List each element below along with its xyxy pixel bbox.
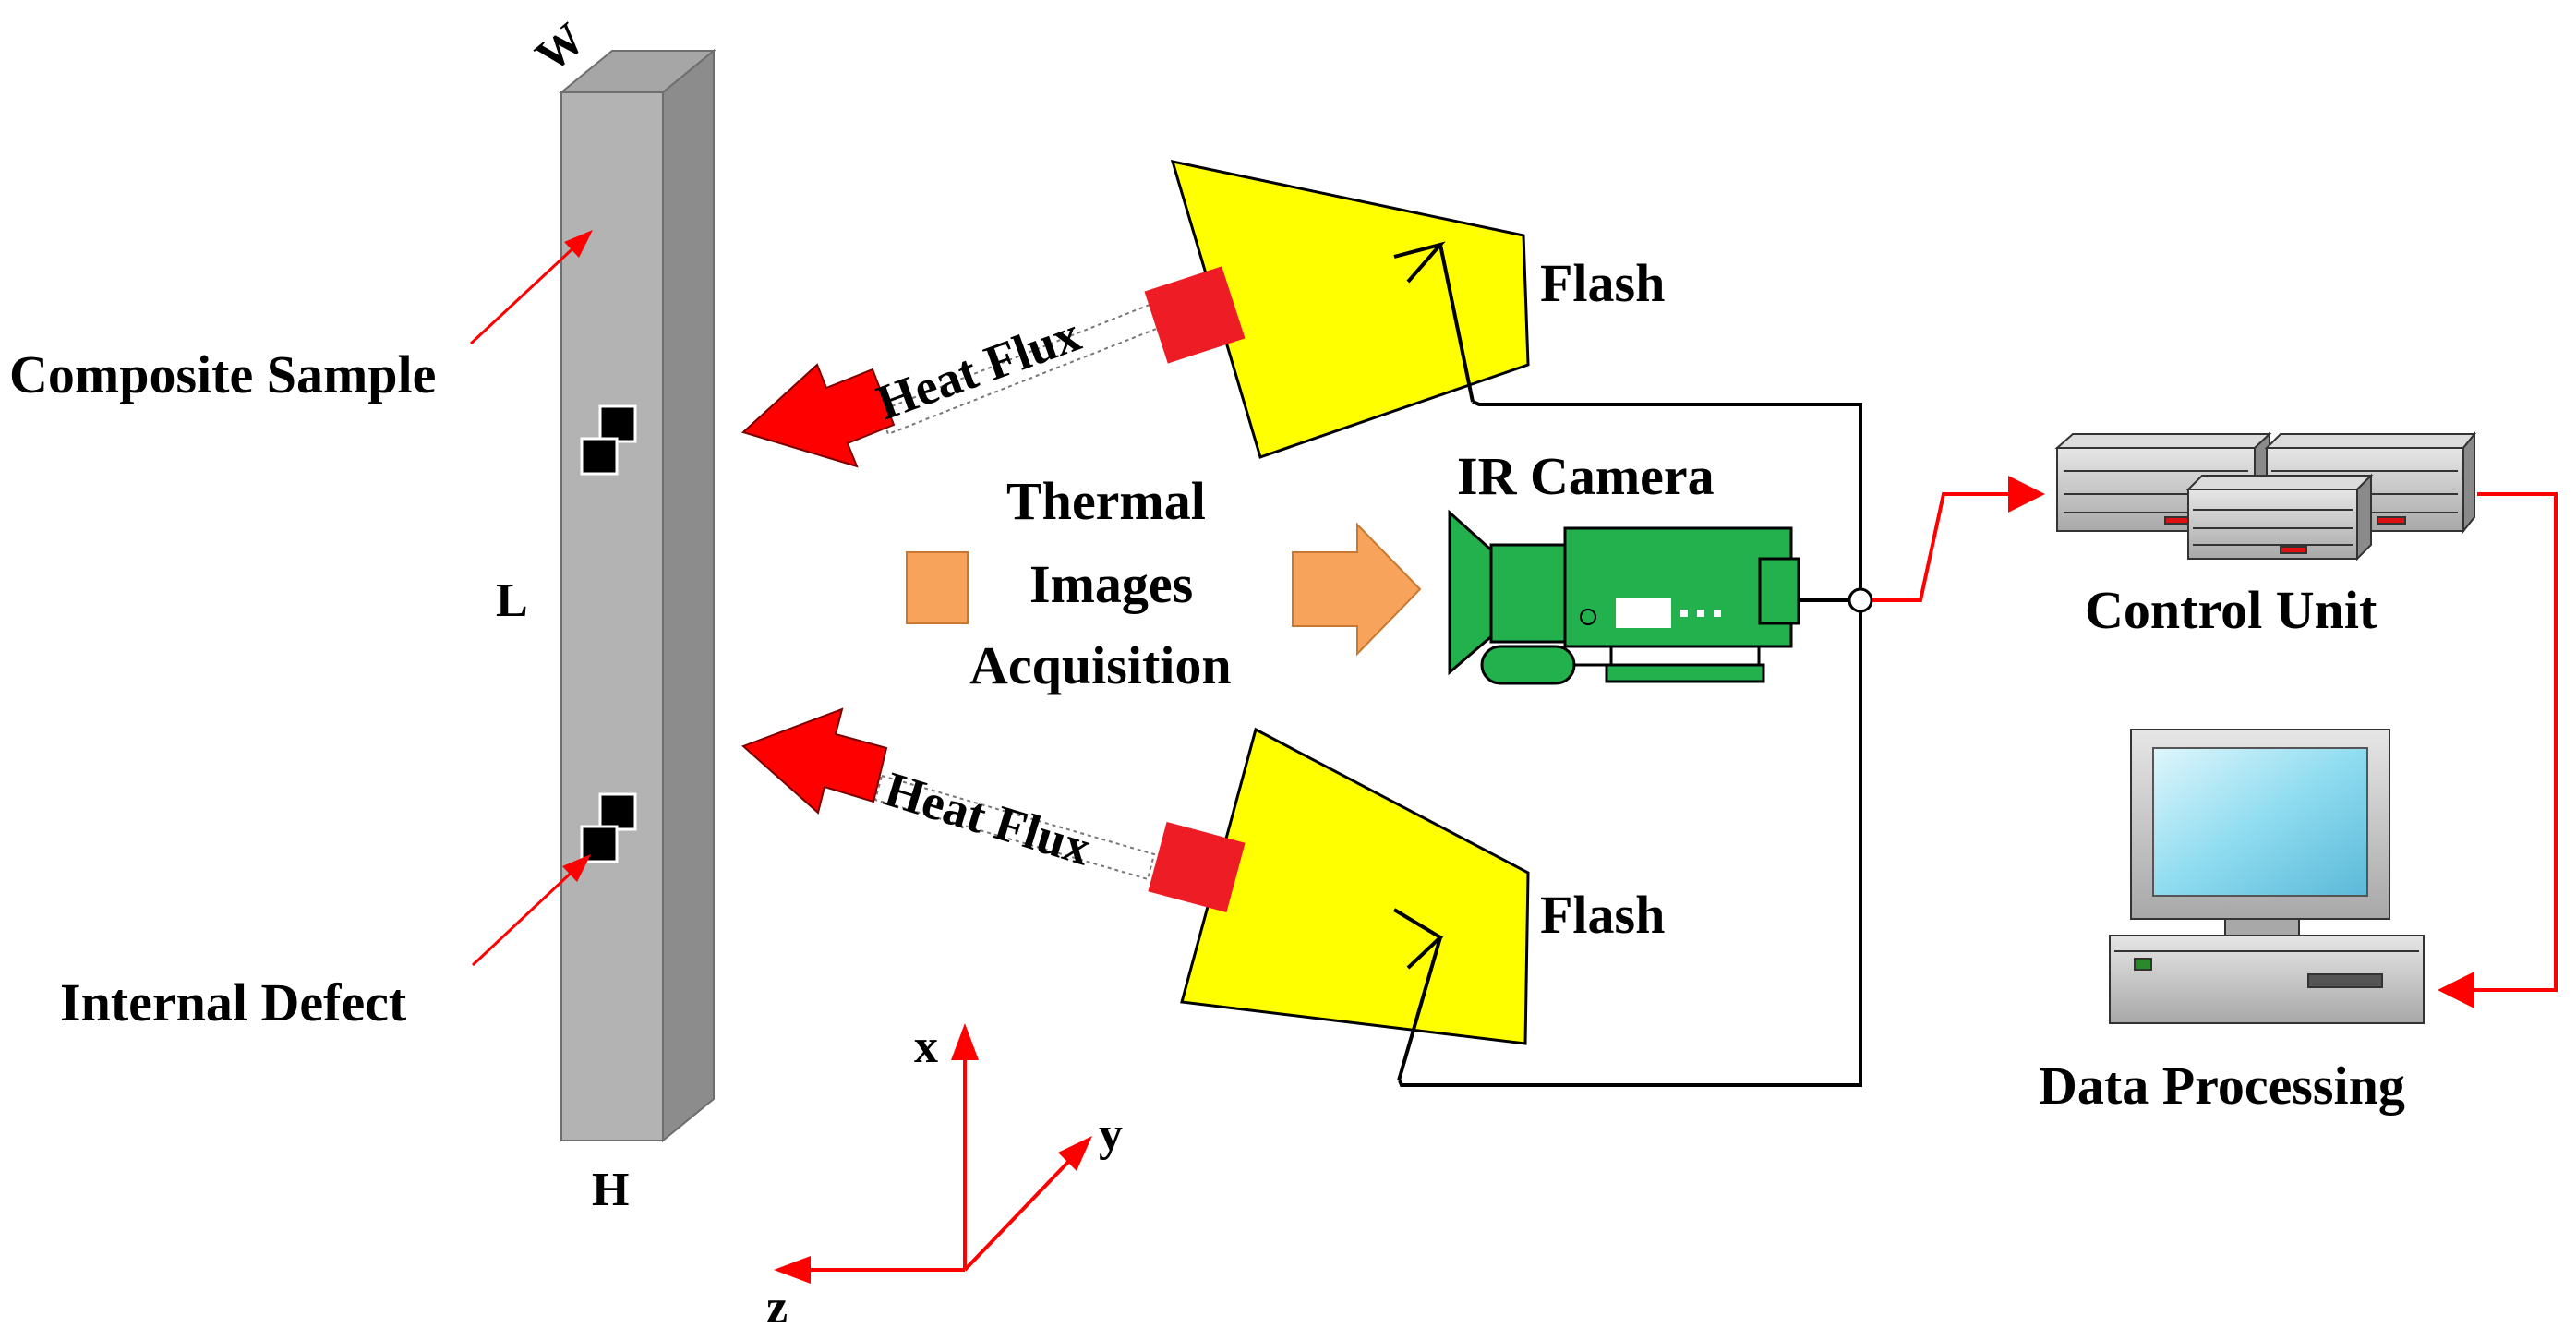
flash-label-bottom: Flash [1540, 885, 1665, 945]
sample-side-face [662, 48, 715, 1143]
wire-junction [1848, 587, 1873, 613]
sample-front-face [560, 91, 664, 1141]
label-w: W [525, 12, 594, 81]
ir-camera-label: IR Camera [1457, 446, 1715, 506]
ir-camera-details [1580, 598, 1721, 628]
trigger-wires [1398, 400, 1862, 1087]
control-unit-icon [2054, 431, 2477, 561]
axis-y-label: y [1099, 1108, 1123, 1161]
connector-to-data-processing [2438, 492, 2558, 1008]
composite-sample-pointer [469, 230, 593, 345]
thermal-label-line1: Thermal [1006, 471, 1206, 531]
composite-sample-label: Composite Sample [9, 344, 436, 404]
coordinate-axes [774, 1023, 1092, 1284]
internal-defect-label: Internal Defect [60, 972, 407, 1032]
control-unit-label: Control Unit [2085, 580, 2377, 640]
axis-z-label: z [766, 1281, 788, 1334]
heat-flux-label-top: Heat Flux [870, 306, 1088, 430]
flash-label-top: Flash [1540, 253, 1665, 313]
ir-camera-icon [1448, 509, 1800, 685]
computer-icon [2109, 729, 2425, 1024]
flash-unit-bottom [1148, 727, 1530, 1081]
axis-x-label: x [914, 1020, 938, 1073]
thermal-label-line3: Acquisition [969, 635, 1232, 695]
heat-flux-label-bottom: Heat Flux [878, 761, 1097, 875]
label-h: H [592, 1164, 629, 1216]
defect-lower [580, 792, 637, 863]
label-l: L [496, 574, 528, 627]
composite-sample-bar [559, 48, 716, 1143]
acquisition-arrow [1292, 522, 1422, 657]
defect-upper [580, 404, 637, 476]
connector-to-control-unit [1872, 476, 2045, 602]
data-processing-label: Data Processing [2039, 1056, 2405, 1116]
flash-unit-top [1144, 160, 1530, 459]
internal-defect-pointer [471, 854, 591, 967]
heat-flux-arrow-bottom [741, 707, 1156, 881]
thermal-label-line2: Images [1029, 554, 1193, 614]
acquisition-square [906, 551, 969, 624]
